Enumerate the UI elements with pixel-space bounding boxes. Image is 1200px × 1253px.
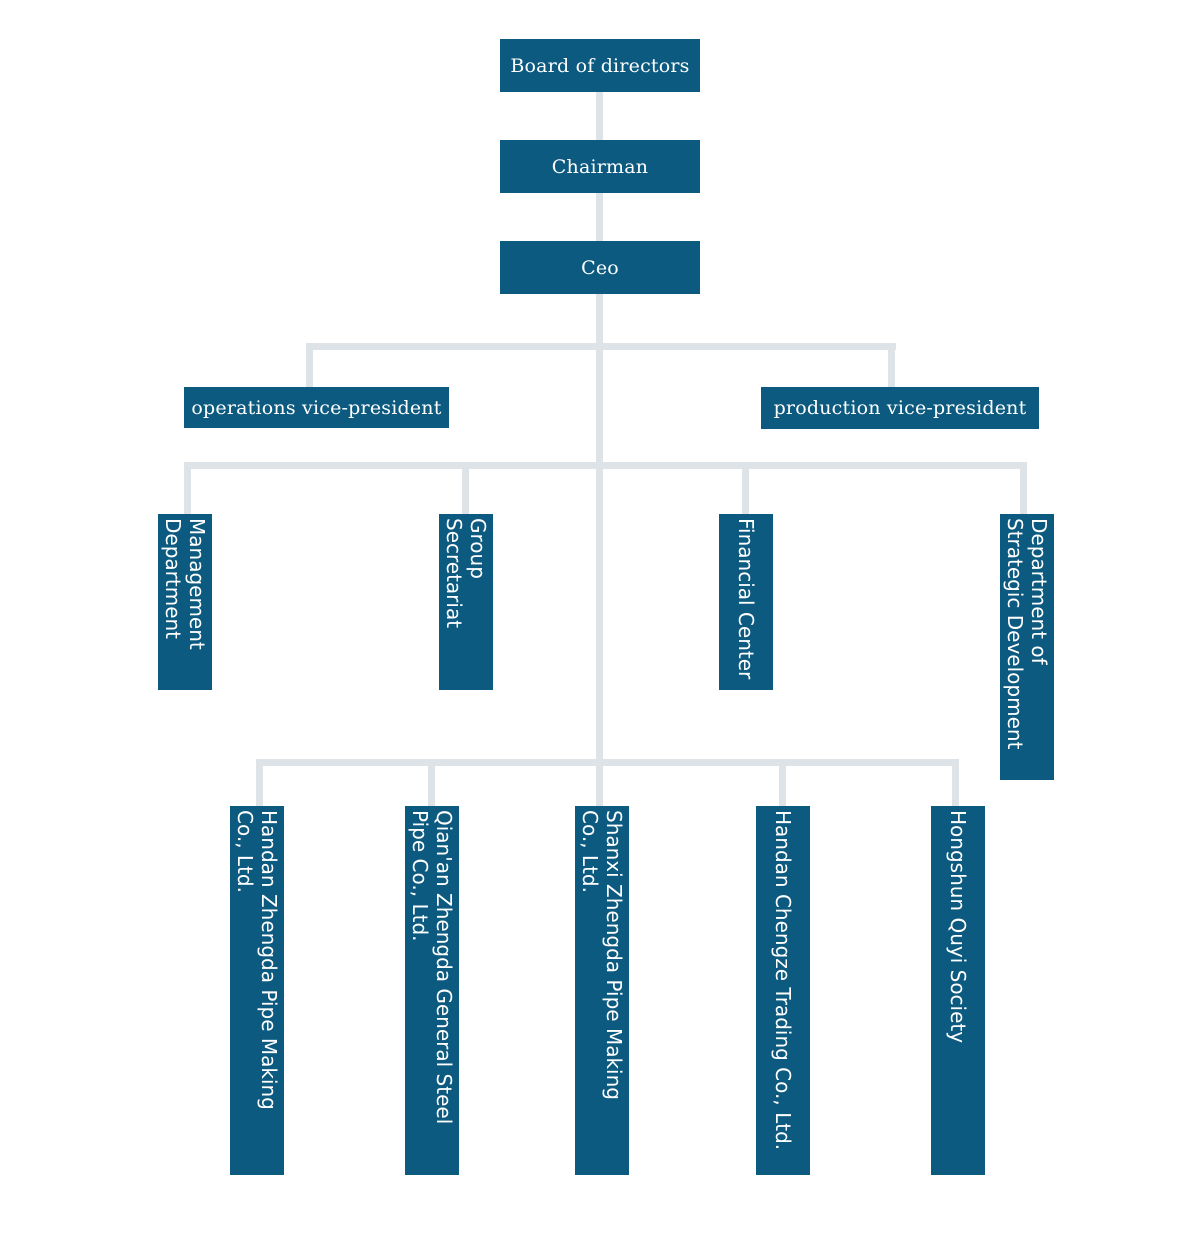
board-of-directors-box: Board of directors — [500, 39, 700, 92]
hongshun-quyi-society-label: Hongshun Quyi Society — [946, 810, 970, 1044]
financial-center-label: Financial Center — [734, 518, 758, 680]
ceo-label: Ceo — [581, 256, 619, 279]
group-secretariat-label: Group Secretariat — [442, 518, 490, 629]
operations-vice-president-label: operations vice-president — [191, 396, 442, 419]
connector-vp-right-drop — [888, 343, 895, 389]
connector-subsidiary-bar — [256, 759, 959, 766]
operations-vice-president-box: operations vice-president — [184, 387, 449, 428]
connector-subsidiary-drop-4 — [779, 759, 786, 807]
strategic-development-label: Department of Strategic Development — [1003, 518, 1051, 750]
production-vice-president-label: production vice-president — [773, 397, 1027, 419]
shanxi-zhengda-pipe-label: Shanxi Zhengda Pipe Making Co., Ltd. — [578, 810, 626, 1100]
shanxi-zhengda-pipe-box: Shanxi Zhengda Pipe Making Co., Ltd. — [575, 806, 629, 1175]
group-secretariat-box: Group Secretariat — [439, 514, 493, 690]
connector-department-drop-1 — [184, 462, 191, 516]
qianan-zhengda-steel-label: Qian'an Zhengda General Steel Pipe Co., … — [408, 810, 456, 1125]
connector-subsidiary-drop-2 — [428, 759, 435, 807]
connector-department-bar — [184, 462, 1027, 469]
handan-zhengda-pipe-label: Handan Zhengda Pipe Making Co., Ltd. — [233, 810, 281, 1110]
connector-department-drop-3 — [742, 462, 749, 516]
connector-vp-bar — [306, 343, 896, 350]
chairman-box: Chairman — [500, 140, 700, 193]
board-of-directors-label: Board of directors — [510, 54, 690, 77]
hongshun-quyi-society-box: Hongshun Quyi Society — [931, 806, 985, 1175]
connector-department-drop-2 — [462, 462, 469, 516]
connector-department-drop-4 — [1020, 462, 1027, 516]
production-vice-president-box: production vice-president — [761, 387, 1039, 429]
connector-subsidiary-drop-1 — [256, 759, 263, 807]
handan-chengze-trading-label: Handan Chengze Trading Co., Ltd. — [771, 810, 795, 1151]
management-department-box: Management Department — [158, 514, 212, 690]
financial-center-box: Financial Center — [719, 514, 773, 690]
connector-vp-left-drop — [306, 343, 313, 389]
strategic-development-box: Department of Strategic Development — [1000, 514, 1054, 780]
qianan-zhengda-steel-box: Qian'an Zhengda General Steel Pipe Co., … — [405, 806, 459, 1175]
chairman-label: Chairman — [551, 155, 649, 178]
handan-chengze-trading-box: Handan Chengze Trading Co., Ltd. — [756, 806, 810, 1175]
handan-zhengda-pipe-box: Handan Zhengda Pipe Making Co., Ltd. — [230, 806, 284, 1175]
ceo-box: Ceo — [500, 241, 700, 294]
connector-subsidiary-drop-5 — [952, 759, 959, 807]
management-department-label: Management Department — [161, 518, 209, 650]
connector-main-trunk — [596, 90, 603, 806]
